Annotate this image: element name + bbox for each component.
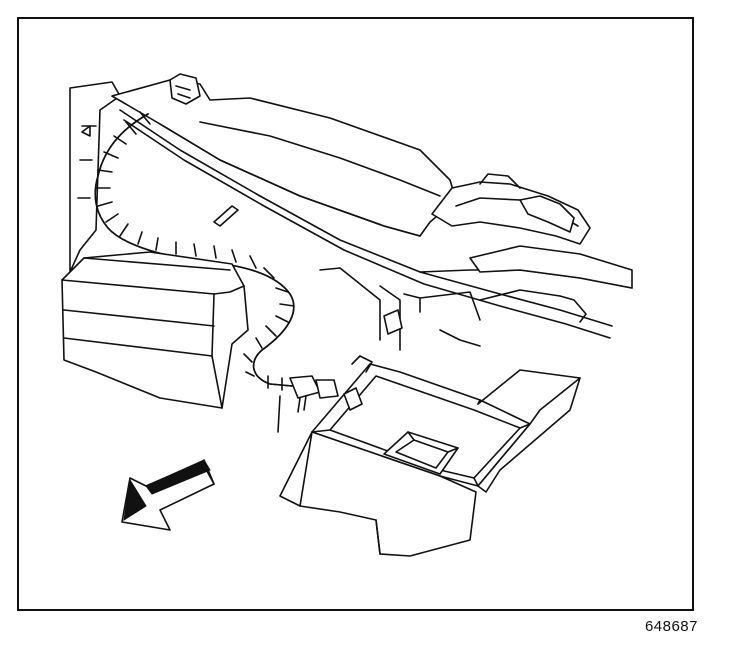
left-hvac-module (61, 251, 249, 409)
center-support-bracket (319, 267, 481, 351)
harness-connector (277, 375, 339, 433)
right-duct-housing (431, 173, 633, 323)
figure-reference-number: 648687 (644, 618, 698, 635)
dash-left-side-panel (69, 81, 121, 273)
console-clip (343, 355, 373, 411)
floor-console-bin (279, 363, 581, 557)
front-direction-arrow (121, 459, 215, 531)
instrument-panel-upper (111, 73, 457, 237)
wire-harness-conduit (94, 111, 295, 391)
figure-frame (17, 17, 694, 611)
